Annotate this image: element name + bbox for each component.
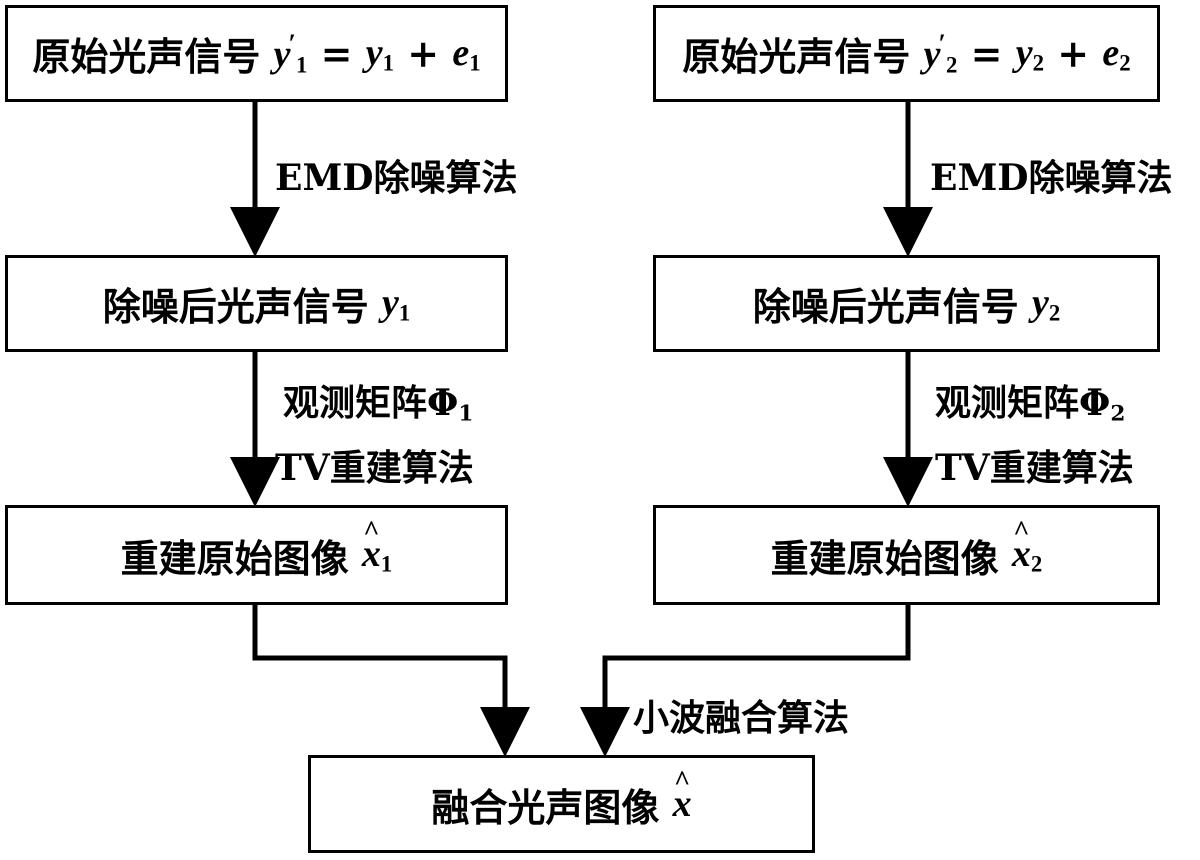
reconstructed-image-1-box: 重建原始图像 ^x1 <box>5 505 508 605</box>
denoised-signal-1-var: y1 <box>381 281 411 326</box>
reconstructed-image-1-label: 重建原始图像 <box>120 535 349 581</box>
reconstructed-image-1-var: ^x1 <box>361 516 393 577</box>
tv-label-1: TV重建算法 <box>275 447 474 489</box>
denoised-signal-2-box: 除噪后光声信号 y2 <box>653 255 1160 352</box>
original-signal-1-label: 原始光声信号 <box>32 34 261 79</box>
original-signal-2-box: 原始光声信号 y′2 = y2 + e2 <box>653 5 1160 102</box>
denoised-signal-1-box: 除噪后光声信号 y1 <box>5 255 508 352</box>
arrow-rec1-fused <box>252 605 530 757</box>
tv-label-2: TV重建算法 <box>935 447 1134 489</box>
original-signal-2-var: y′2 <box>923 28 958 78</box>
reconstructed-image-2-var: ^x2 <box>1011 516 1043 577</box>
original-signal-2-label: 原始光声信号 <box>682 34 911 79</box>
denoised-signal-1-label: 除噪后光声信号 <box>102 284 369 329</box>
reconstructed-image-2-label: 重建原始图像 <box>770 535 999 581</box>
denoised-signal-2-label: 除噪后光声信号 <box>752 284 1019 329</box>
original-signal-1-var: y′1 <box>273 28 308 78</box>
emd-label-1: EMD除噪算法 <box>275 157 518 199</box>
arrow-rec2-fused <box>580 605 911 757</box>
fused-image-var: ^x <box>672 766 692 826</box>
original-signal-1-box: 原始光声信号 y′1 = y1 + e1 <box>5 5 508 102</box>
denoised-signal-2-var: y2 <box>1031 281 1061 326</box>
reconstructed-image-2-box: 重建原始图像 ^x2 <box>653 505 1160 605</box>
observation-matrix-label-1: 观测矩阵Φ1 <box>283 382 474 427</box>
wavelet-fusion-label: 小波融合算法 <box>633 697 850 739</box>
fused-image-box: 融合光声图像 ^x <box>308 755 815 853</box>
fused-image-label: 融合光声图像 <box>431 784 660 830</box>
emd-label-2: EMD除噪算法 <box>930 157 1173 199</box>
observation-matrix-label-2: 观测矩阵Φ2 <box>935 382 1126 427</box>
